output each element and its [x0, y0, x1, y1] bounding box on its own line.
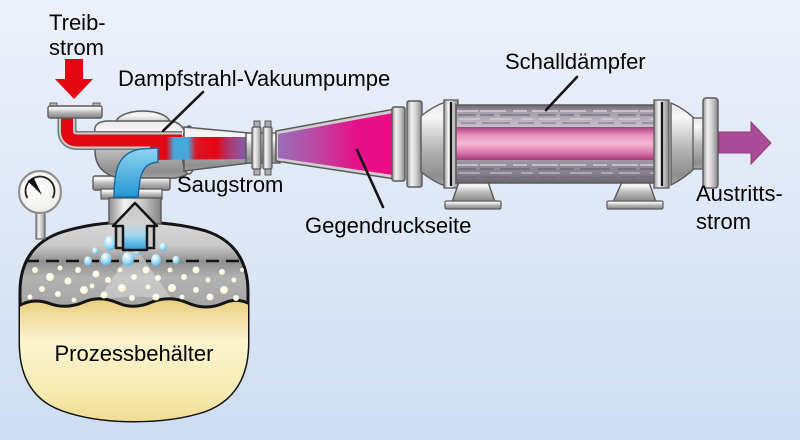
austrittsstrom-label-line2: strom	[696, 209, 751, 234]
foot-base	[606, 200, 664, 210]
vessel-liquid	[20, 298, 248, 421]
flange-plate	[406, 100, 423, 188]
schalldaempfer-label: Schalldämpfer	[505, 49, 646, 74]
treibstrom-label-line1: Treib-	[49, 10, 106, 35]
foot-base	[444, 200, 502, 210]
steam-inlet-flange	[47, 105, 103, 119]
suction-channel	[113, 147, 159, 198]
outlet-flange	[702, 97, 719, 189]
gauge-scale-arc	[24, 175, 56, 199]
outlet-flow-right-arrow-icon	[718, 120, 772, 166]
process-vessel: Prozessbehälter	[18, 216, 250, 423]
flange-plate	[262, 126, 273, 170]
silencer-pointer-line	[544, 75, 579, 112]
steam-pipe-red	[61, 112, 182, 147]
flange-plate	[251, 126, 262, 170]
pump-pointer-line	[161, 90, 205, 133]
treibstrom-label-line2: strom	[49, 35, 104, 60]
inlet-bell	[420, 100, 446, 188]
suction-up-arrow-icon	[111, 201, 159, 252]
gauge-needle	[27, 177, 42, 195]
saugstrom-label: Saugstrom	[177, 172, 283, 197]
liquid-surface-line	[20, 297, 248, 311]
diffuser	[275, 108, 396, 180]
motive-flow-down-arrow-icon	[55, 59, 93, 99]
vapor-bubbles	[27, 265, 244, 303]
silencer-texture-top	[457, 106, 661, 128]
gegendruckseite-label: Gegendruckseite	[305, 213, 471, 238]
pressure-gauge	[17, 169, 63, 240]
jet-mixing-stream	[150, 137, 250, 160]
pump-label: Dampfstrahl-Vakuumpumpe	[118, 66, 390, 91]
silencer-texture-bottom	[457, 160, 661, 182]
vessel-label: Prozessbehälter	[55, 341, 214, 366]
flange-plate	[391, 106, 406, 182]
austrittsstrom-label-line1: Austritts-	[696, 181, 783, 206]
silencer-assembly	[391, 97, 719, 210]
backpressure-pointer-line	[355, 148, 385, 209]
silencer-core-stream	[456, 127, 662, 160]
support-foot	[451, 181, 496, 203]
pointer-lines	[161, 75, 579, 209]
diffuser-stream	[278, 113, 393, 175]
gauge-stem	[35, 211, 46, 240]
